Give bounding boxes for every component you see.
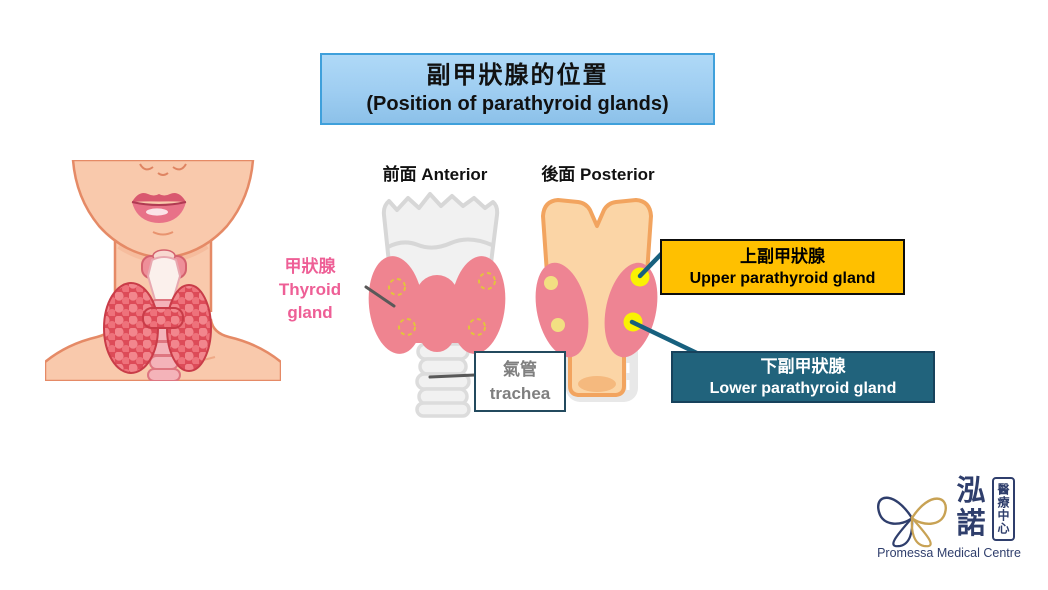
anterior-diagram bbox=[368, 192, 506, 418]
lower-parathyroid-box: 下副甲狀腺 Lower parathyroid gland bbox=[671, 351, 935, 403]
logo-char-2: 諾 bbox=[956, 506, 986, 540]
trachea-label-zh: 氣管 bbox=[503, 359, 537, 379]
title-box: 副甲狀腺的位置 (Position of parathyroid glands) bbox=[320, 53, 715, 125]
thyroid-gland-anterior bbox=[368, 256, 506, 354]
promessa-logo: 泓 諾 醫療中心 Promessa Medical Centre bbox=[870, 474, 1028, 566]
logo-chinese-name: 泓 諾 bbox=[954, 474, 988, 540]
title-english: (Position of parathyroid glands) bbox=[366, 93, 669, 115]
lower-parathyroid-zh: 下副甲狀腺 bbox=[760, 356, 846, 376]
logo-seal: 醫療中心 bbox=[992, 477, 1015, 541]
lips bbox=[131, 193, 187, 223]
logo-seal-text: 醫療中心 bbox=[996, 483, 1010, 535]
lower-parathyroid-dot-right bbox=[623, 312, 643, 332]
neck-illustration bbox=[45, 160, 281, 381]
upper-parathyroid-zh: 上副甲狀腺 bbox=[740, 246, 825, 266]
upper-parathyroid-dot-right bbox=[630, 267, 650, 287]
title-chinese: 副甲狀腺的位置 bbox=[426, 62, 609, 89]
lower-parathyroid-dot-left bbox=[551, 318, 565, 332]
logo-char-1: 泓 bbox=[956, 473, 986, 507]
chin-crease bbox=[152, 231, 174, 236]
thyroid-label-en2: gland bbox=[287, 303, 333, 322]
posterior-view-label: 後面 Posterior bbox=[541, 165, 655, 184]
thyroid-label: 甲狀腺 Thyroid gland bbox=[271, 255, 349, 324]
thyroid-label-zh: 甲狀腺 bbox=[284, 257, 336, 276]
esophagus-opening bbox=[578, 376, 616, 392]
trachea-label-en: trachea bbox=[489, 383, 551, 403]
trachea-callout-box: 氣管 trachea bbox=[474, 351, 566, 412]
upper-parathyroid-box: 上副甲狀腺 Upper parathyroid gland bbox=[660, 239, 905, 295]
upper-parathyroid-en: Upper parathyroid gland bbox=[689, 269, 876, 287]
butterfly-icon bbox=[877, 496, 947, 548]
thyroid-gland-illustration bbox=[103, 282, 212, 374]
nose bbox=[139, 163, 154, 171]
lower-parathyroid-en: Lower parathyroid gland bbox=[709, 379, 897, 397]
upper-parathyroid-dot-left bbox=[544, 276, 558, 290]
thyroid-label-en1: Thyroid bbox=[278, 280, 342, 299]
logo-english-name: Promessa Medical Centre bbox=[877, 546, 1021, 560]
anterior-view-label: 前面 Anterior bbox=[382, 165, 488, 184]
